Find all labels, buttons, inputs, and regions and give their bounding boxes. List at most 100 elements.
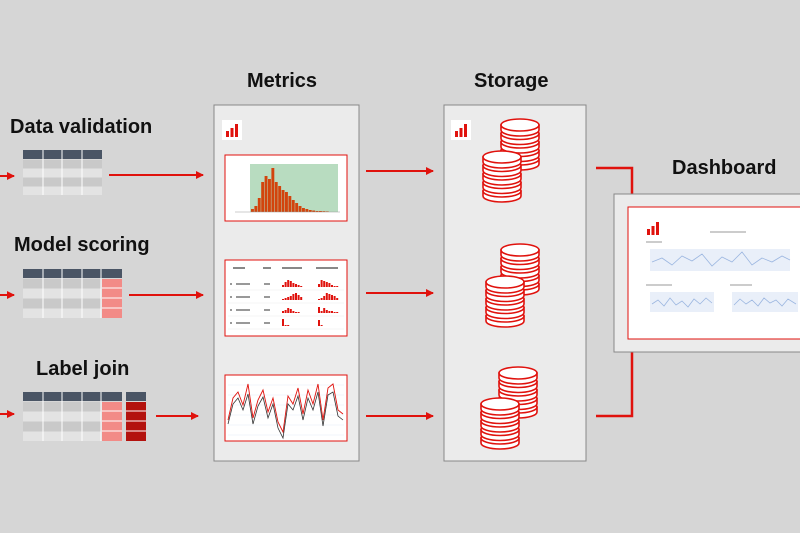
histogram-bar [322, 211, 326, 212]
histogram-bar [288, 196, 292, 212]
mini-bar [333, 312, 336, 313]
mini-bar [282, 285, 284, 287]
histogram-bar [254, 206, 258, 212]
mini-bar [295, 312, 297, 313]
table-label-join [23, 392, 146, 441]
histogram-bar [271, 168, 275, 212]
mini-bar [331, 285, 333, 287]
mini-bar [320, 311, 323, 313]
mini-bar [331, 295, 333, 300]
mini-bar [328, 283, 331, 287]
mini-bar [287, 297, 290, 300]
mini-bar [292, 283, 295, 287]
mini-bar [328, 294, 331, 300]
storage-heading: Storage [474, 70, 549, 92]
bar-chart-icon [647, 222, 659, 235]
mini-bar [318, 299, 320, 300]
histogram-bar [264, 176, 268, 212]
mini-bar [318, 307, 320, 313]
histogram-bar [308, 210, 312, 212]
histogram-bar [325, 211, 329, 212]
histogram-bar [268, 179, 271, 212]
connector-top [596, 166, 634, 194]
arrows-to-metrics [109, 171, 204, 420]
mini-bar [297, 312, 300, 313]
label-join-label: Label join [36, 358, 130, 380]
distribution-table-card [224, 259, 348, 337]
histogram-bar [285, 192, 288, 212]
mini-bar [284, 282, 287, 287]
mini-bar [295, 293, 297, 300]
mini-bar [287, 280, 290, 287]
histogram-bar [305, 209, 309, 212]
histogram-bar [261, 182, 265, 212]
mini-bar [289, 296, 292, 300]
histogram-bar [274, 182, 278, 212]
mini-bar [282, 311, 284, 313]
mini-bar [336, 312, 339, 313]
mini-bar [325, 282, 328, 287]
line-series-black [227, 391, 344, 440]
database-icon [485, 275, 525, 328]
database-icon [480, 397, 520, 450]
histogram-bar [281, 190, 285, 212]
histogram-bar [278, 186, 282, 212]
incoming-arrows [0, 172, 15, 418]
histogram-bar [257, 198, 261, 212]
mini-bar [300, 286, 303, 287]
histogram-bar [295, 203, 299, 212]
mini-bar [284, 298, 287, 300]
mini-bar [297, 285, 300, 287]
database-icon [482, 150, 522, 203]
mini-bar [333, 296, 336, 300]
mini-bar [328, 311, 331, 313]
mini-bar [282, 299, 284, 300]
metrics-heading: Metrics [247, 70, 318, 92]
mini-bar [297, 295, 300, 300]
mini-bar [320, 325, 323, 326]
mini-bar [287, 325, 290, 326]
mini-bar [287, 308, 290, 313]
mini-bar [318, 320, 320, 326]
mini-bar [295, 284, 297, 287]
mini-bar [325, 293, 328, 300]
mini-bar [282, 319, 284, 326]
model-scoring-label: Model scoring [14, 234, 150, 256]
histogram-bar [302, 208, 305, 212]
data-validation-label: Data validation [10, 116, 153, 138]
histogram-bar [298, 206, 302, 212]
arrows-to-storage [366, 167, 434, 420]
histogram-bar [315, 211, 319, 212]
histogram-bar [319, 211, 322, 212]
mini-bar [323, 281, 326, 287]
mini-bar [320, 298, 323, 300]
histogram-bar [312, 210, 316, 212]
arrows-to-dashboard [596, 166, 634, 418]
histogram-bar [291, 200, 295, 212]
metrics-panel [213, 104, 360, 462]
histogram-card [224, 154, 348, 222]
mini-bar [333, 286, 336, 287]
bar-chart-icon [222, 120, 242, 140]
dashboard-panel [613, 193, 800, 353]
mini-bar [284, 325, 287, 326]
mini-bar [292, 311, 295, 313]
mini-bar [331, 311, 333, 313]
mini-bar [336, 286, 339, 287]
mini-bar [289, 281, 292, 287]
mini-bar [325, 310, 328, 313]
mini-bar [284, 310, 287, 313]
mini-bar [318, 284, 320, 287]
line-chart-card [224, 374, 348, 442]
dashboard-heading: Dashboard [672, 157, 777, 179]
histogram-bar [251, 209, 254, 212]
mini-bar [323, 296, 326, 300]
storage-panel [443, 104, 587, 462]
mini-bar [323, 308, 326, 313]
mini-bar [336, 298, 339, 300]
table-model-scoring [23, 269, 122, 318]
connector-bottom [596, 352, 634, 418]
mini-bar [292, 294, 295, 300]
